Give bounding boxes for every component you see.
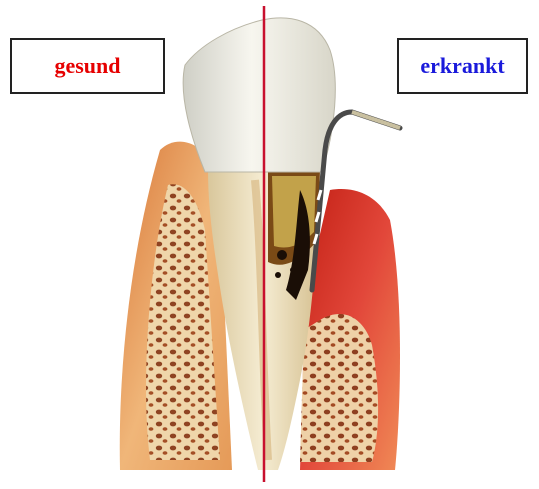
label-diseased: erkrankt (420, 53, 504, 79)
label-diseased-box: erkrankt (397, 38, 528, 94)
bone-diseased (300, 314, 378, 462)
tooth-crown (183, 18, 335, 172)
label-healthy-box: gesund (10, 38, 165, 94)
label-healthy: gesund (54, 53, 120, 79)
